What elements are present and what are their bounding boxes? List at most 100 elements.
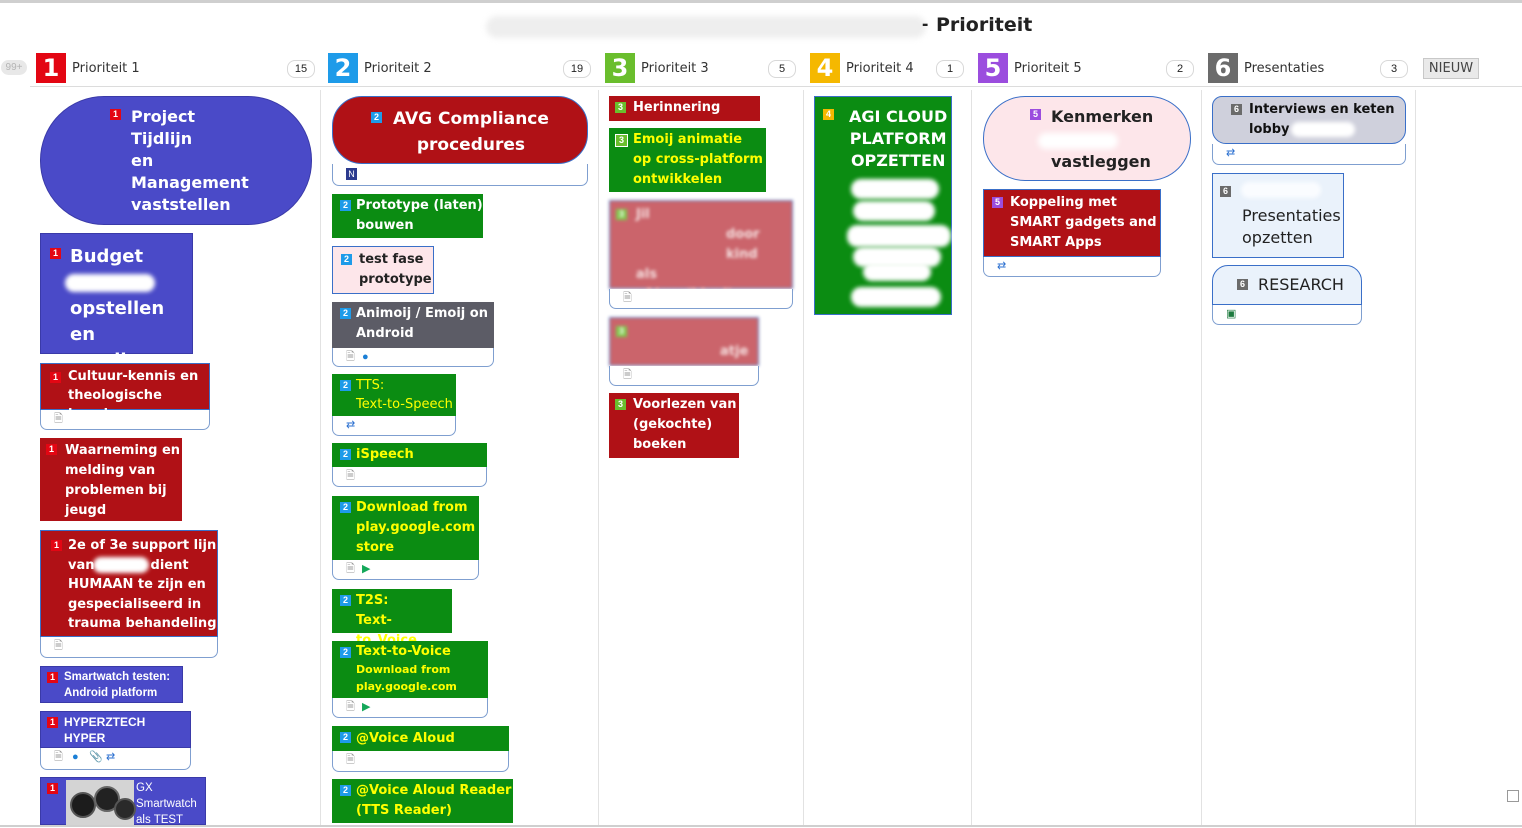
column-count: 19 (563, 60, 591, 78)
priority-2-icon: 2 (340, 595, 351, 606)
note-icon[interactable]: 🗎 (623, 292, 632, 304)
card-line: gespecialiseerd in (68, 596, 202, 612)
card-footer[interactable]: ⇄ (1212, 144, 1406, 165)
note-icon[interactable]: 🗎 (346, 470, 355, 482)
column-header-prioriteit-3[interactable]: 3 Prioriteit 3 5 (605, 53, 800, 83)
excel-icon[interactable]: ▣ (1226, 308, 1237, 320)
card-footer[interactable]: 🗎 (40, 410, 210, 430)
overflow-badge[interactable]: 99+ (1, 60, 27, 75)
play-store-icon[interactable]: ▶ (362, 701, 371, 713)
card-hyperztech[interactable]: 1 HYPERZTECH HYPER TECHNOLOGY (40, 711, 191, 761)
card-footer[interactable]: ⇄ (332, 416, 456, 436)
card-footer[interactable]: 🗎 (332, 467, 487, 487)
card-line: Kenmerken (1051, 107, 1154, 126)
card-blurred-atje[interactable]: 3 atje (609, 317, 759, 366)
card-kenmerken[interactable]: 5 Kenmerken vastleggen (983, 96, 1191, 181)
page-title: Prioriteit (936, 14, 1033, 36)
card-line: play.google.com (356, 520, 476, 535)
card-budget[interactable]: 1 Budget opstellen en goedkeuren (40, 233, 193, 371)
note-icon[interactable]: 🗎 (346, 701, 355, 713)
link-icon[interactable]: ⇄ (346, 419, 356, 431)
card-project-tijdlijn[interactable]: 1 Project Tijdlijn en Management vastste… (40, 96, 312, 225)
priority-2-icon: 2 (340, 647, 351, 658)
resize-handle-icon[interactable] (1507, 790, 1519, 802)
column-header-prioriteit-2[interactable]: 2 Prioriteit 2 19 (328, 53, 593, 83)
card-t2s[interactable]: 2 T2S: Text-to_Voice (332, 589, 452, 648)
card-ispeech[interactable]: 2 iSpeech Translator (332, 443, 487, 484)
card-research[interactable]: 6 RESEARCH (1212, 265, 1362, 305)
blurred-text (93, 557, 149, 573)
card-footer[interactable]: 🗎 ▶ (332, 698, 488, 718)
card-line: Smartwatch testen: (64, 671, 171, 683)
card-blurred-idool[interactable]: 3 Jil door kind als of hun 'idool'. (609, 200, 793, 302)
card-footer[interactable]: 🗎 (332, 751, 509, 772)
card-smartwatch-testen[interactable]: 1 Smartwatch testen: Android platform (40, 666, 183, 703)
note-icon[interactable]: 🗎 (623, 369, 632, 381)
note-icon[interactable]: 🗎 (54, 413, 63, 425)
column-header-prioriteit-5[interactable]: 5 Prioriteit 5 2 (978, 53, 1198, 83)
card-koppeling[interactable]: 5 Koppeling met SMART gadgets and SMART … (983, 189, 1161, 257)
card-line: Animoij / Emoij on (356, 306, 488, 321)
card-voorlezen[interactable]: 3 Voorlezen van (gekochte) boeken (609, 393, 739, 458)
card-gx-smartwatch[interactable]: 1 GX Smartwatch als TEST (40, 777, 206, 826)
card-footer[interactable]: N (332, 164, 588, 186)
note-icon[interactable]: 🗎 (346, 754, 355, 766)
note-icon[interactable]: 🗎 (346, 351, 355, 363)
edge-icon[interactable]: ● (72, 751, 79, 763)
note-icon[interactable]: 🗎 (346, 563, 355, 575)
note-icon[interactable]: 🗎 (54, 751, 63, 763)
card-footer[interactable]: ⇄ (983, 257, 1161, 277)
attach-icon[interactable]: 📎 (89, 751, 103, 763)
card-footer[interactable]: 🗎 (609, 289, 793, 309)
priority-1-icon: 1 (36, 53, 66, 83)
edge-icon[interactable]: ● (362, 351, 369, 363)
play-store-icon[interactable]: ▶ (362, 563, 371, 575)
link-icon[interactable]: ⇄ (1226, 147, 1236, 159)
card-footer[interactable]: 🗎 (609, 366, 759, 386)
card-test-fase[interactable]: 2 test fase prototype (332, 246, 434, 294)
link-icon[interactable]: ⇄ (997, 260, 1007, 272)
column-header-prioriteit-1[interactable]: 1 Prioriteit 1 15 (36, 53, 316, 83)
card-prototype-bouwen[interactable]: 2 Prototype (laten) bouwen (332, 194, 483, 238)
card-footer[interactable]: 🗎 ▶ (332, 560, 479, 580)
new-button[interactable]: NIEUW (1423, 58, 1479, 79)
card-avg-compliance[interactable]: 2 AVG Compliance procedures (332, 96, 588, 164)
card-line: Management (131, 173, 249, 192)
card-herinnering[interactable]: 3 Herinnering voor: (609, 96, 760, 138)
card-line: als (636, 267, 657, 282)
column-header-prioriteit-4[interactable]: 4 Prioriteit 4 1 (810, 53, 970, 83)
priority-1-icon: 1 (110, 109, 121, 120)
card-voice-aloud-tts[interactable]: 2 @Voice Aloud Reader (TTS Reader) (332, 779, 513, 823)
card-presentaties-opzetten[interactable]: 6 Presentaties opzetten (1212, 173, 1344, 258)
card-text-to-voice[interactable]: 2 Text-to-Voice Download from play.googl… (332, 641, 488, 710)
card-cultuur-kennis[interactable]: 1 Cultuur-kennis en theologische kennis (40, 363, 210, 422)
card-emoij-animatie[interactable]: 3 Emoij animatie op cross-platform ontwi… (609, 128, 766, 192)
card-download-play[interactable]: 2 Download from play.google.com store (332, 496, 479, 560)
card-line: opstellen en (70, 298, 165, 345)
onenote-icon[interactable]: N (346, 168, 357, 180)
card-tts[interactable]: 2 TTS: Text-to-Speech (332, 374, 456, 416)
column-header-presentaties[interactable]: 6 Presentaties 3 (1208, 53, 1413, 83)
board-title: - Prioriteit (0, 12, 1522, 40)
card-footer[interactable]: ▣ (1212, 305, 1362, 325)
card-footer[interactable]: 🗎 ● (332, 348, 494, 367)
card-waarneming[interactable]: 1 Waarneming en melding van problemen bi… (40, 438, 182, 521)
card-footer[interactable]: 🗎 (40, 637, 218, 658)
card-footer[interactable]: 🗎 ● 📎 ⇄ (40, 748, 191, 770)
priority-2-icon: 2 (340, 449, 351, 460)
priority-2-icon: 2 (340, 502, 351, 513)
smartwatch-image[interactable] (66, 780, 136, 826)
card-line: trauma behandeling (68, 616, 217, 631)
priority-2-icon: 2 (340, 732, 351, 743)
priority-1-icon: 1 (51, 540, 62, 551)
card-voice-aloud-reader[interactable]: 2 @Voice Aloud Reader (332, 726, 509, 769)
card-agi-cloud[interactable]: 4 AGI CLOUD PLATFORM OPZETTEN (814, 96, 952, 315)
card-animoij[interactable]: 2 Animoij / Emoij on Android (332, 302, 494, 348)
column-divider (598, 90, 599, 827)
card-line: Cultuur-kennis en (68, 369, 199, 384)
blurred-text (863, 263, 931, 281)
note-icon[interactable]: 🗎 (54, 640, 63, 652)
card-interviews[interactable]: 6 Interviews en keten lobby (1212, 96, 1406, 144)
link-icon[interactable]: ⇄ (106, 751, 116, 763)
